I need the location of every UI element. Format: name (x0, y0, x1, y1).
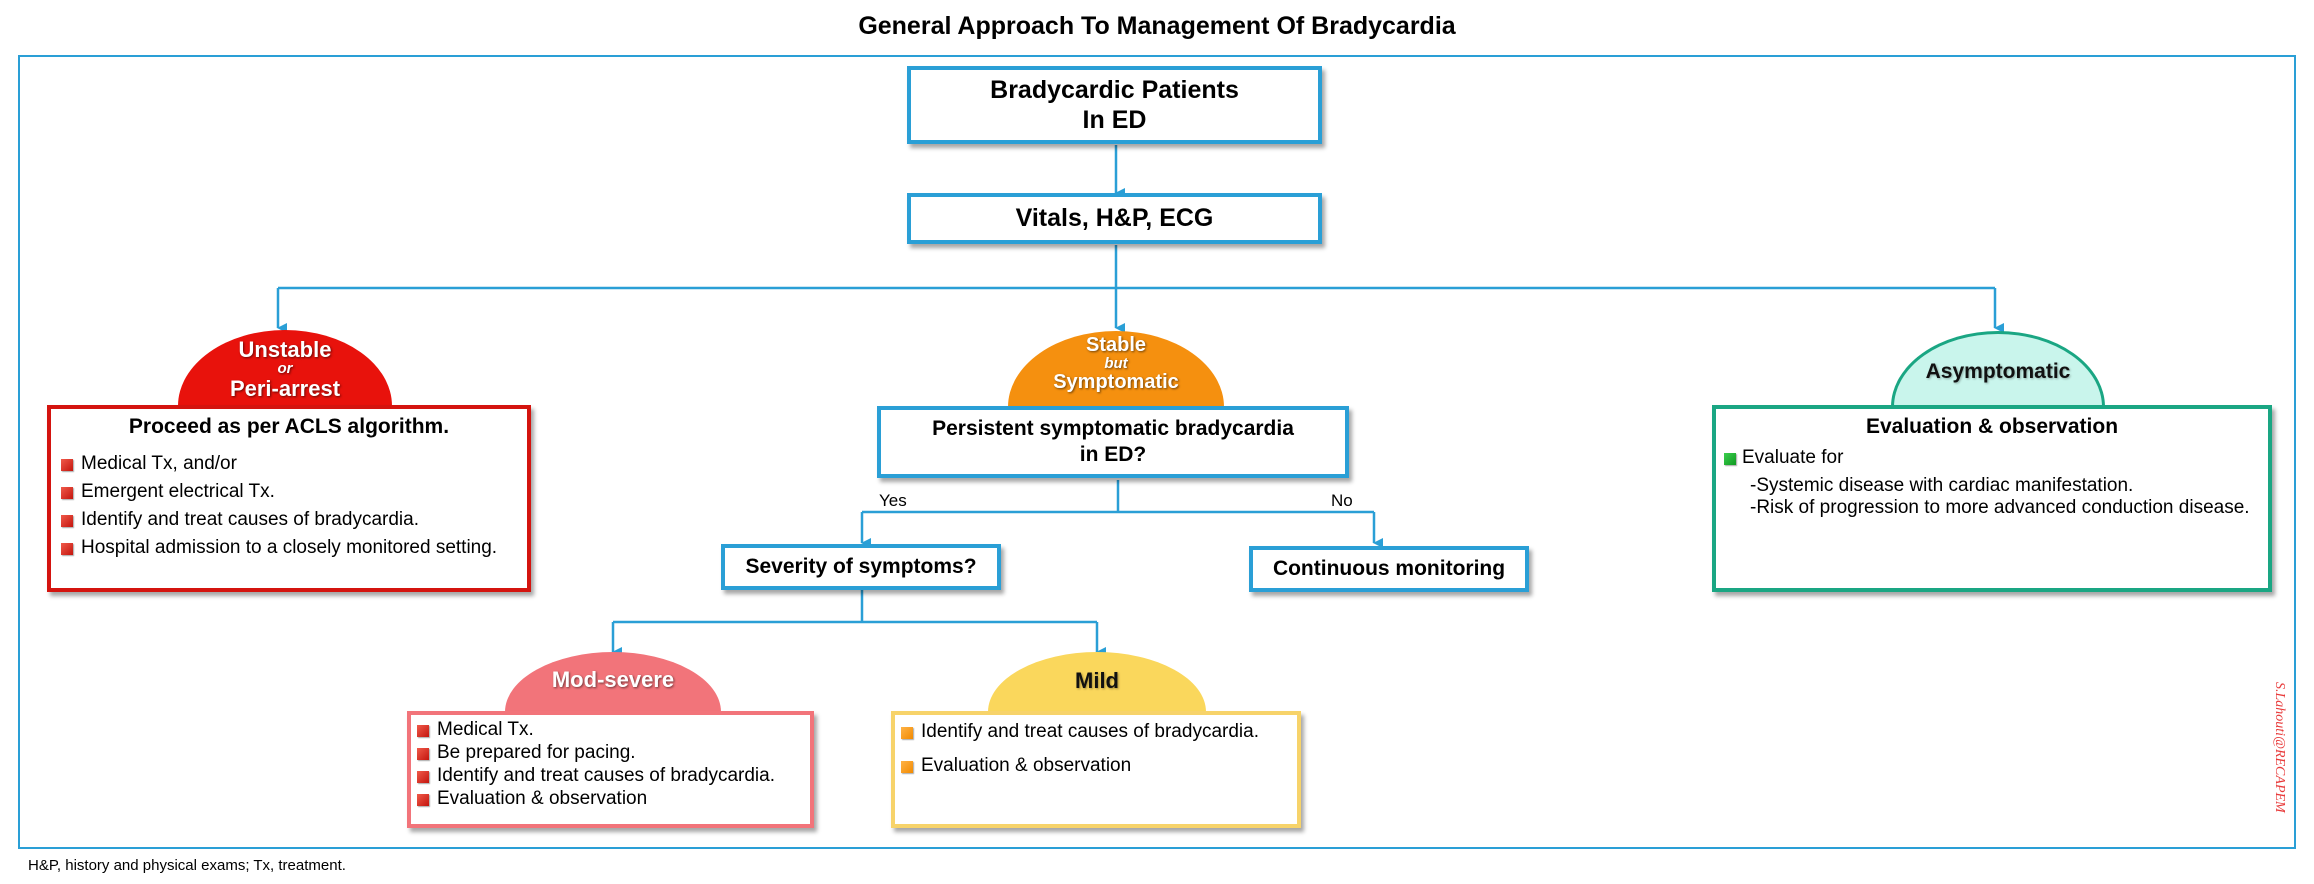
unstable-item: Identify and treat causes of bradycardia… (61, 509, 517, 531)
stable-dome-line3: Symptomatic (1053, 370, 1179, 393)
unstable-box: Proceed as per ACLS algorithm. Medical T… (47, 405, 531, 592)
unstable-dome-line2: or (277, 360, 293, 378)
question-line2: in ED? (1079, 443, 1147, 466)
footnote: H&P, history and physical exams; Tx, tre… (28, 857, 346, 874)
asymptomatic-dome-label: Asymptomatic (1925, 360, 2071, 383)
mod-severe-item: Be prepared for pacing. (417, 742, 804, 764)
no-label: No (1331, 491, 1353, 510)
diagram-title: General Approach To Management Of Bradyc… (858, 12, 1456, 40)
stable-dome-line1: Stable (1085, 334, 1147, 356)
severity-box: Severity of symptoms? (721, 544, 1001, 590)
question-line1: Persistent symptomatic bradycardia (932, 417, 1294, 440)
vitals-label: Vitals, H&P, ECG (1015, 204, 1214, 232)
mild-box: Identify and treat causes of bradycardia… (891, 711, 1301, 828)
asymptomatic-sub1: -Systemic disease with cardiac manifesta… (1750, 475, 2134, 496)
start-line2: In ED (1082, 106, 1147, 134)
unstable-item: Medical Tx, and/or (61, 453, 517, 475)
svg-text:S.Lahouti@RECAPEM: S.Lahouti@RECAPEM (2272, 682, 2287, 814)
stable-dome-line2: but (1104, 355, 1128, 372)
start-box: Bradycardic Patients In ED (907, 66, 1322, 144)
unstable-item: Hospital admission to a closely monitore… (61, 537, 517, 559)
start-line1: Bradycardic Patients (990, 76, 1239, 104)
severity-label: Severity of symptoms? (745, 555, 977, 578)
unstable-heading: Proceed as per ACLS algorithm. (128, 415, 450, 438)
asymptomatic-heading: Evaluation & observation (1865, 415, 2119, 438)
yes-label: Yes (879, 491, 907, 510)
mod-severe-item: Identify and treat causes of bradycardia… (417, 765, 804, 787)
asymptomatic-item: Evaluate for (1724, 447, 2260, 469)
unstable-dome-line3: Peri-arrest (229, 375, 341, 401)
watermark-signature: S.Lahouti@RECAPEM (2272, 682, 2287, 814)
mild-item: Identify and treat causes of bradycardia… (901, 721, 1291, 743)
unstable-item: Emergent electrical Tx. (61, 481, 517, 503)
unstable-dome-line1: Unstable (238, 337, 332, 362)
question-box: Persistent symptomatic bradycardia in ED… (877, 406, 1349, 478)
mild-item: Evaluation & observation (901, 755, 1291, 777)
monitoring-box: Continuous monitoring (1249, 546, 1529, 592)
monitoring-label: Continuous monitoring (1272, 557, 1506, 580)
vitals-box: Vitals, H&P, ECG (907, 193, 1322, 244)
diagram-frame (18, 55, 2296, 849)
mod-severe-item: Medical Tx. (417, 719, 804, 741)
asymptomatic-box: Evaluation & observation Evaluate for -S… (1712, 405, 2272, 592)
mod-severe-item: Evaluation & observation (417, 788, 804, 810)
asymptomatic-sub2: -Risk of progression to more advanced co… (1750, 497, 2250, 518)
mild-dome-label: Mild (1075, 668, 1119, 693)
mod-severe-box: Medical Tx. Be prepared for pacing. Iden… (407, 711, 814, 828)
mod-severe-dome-label: Mod-severe (551, 667, 675, 692)
